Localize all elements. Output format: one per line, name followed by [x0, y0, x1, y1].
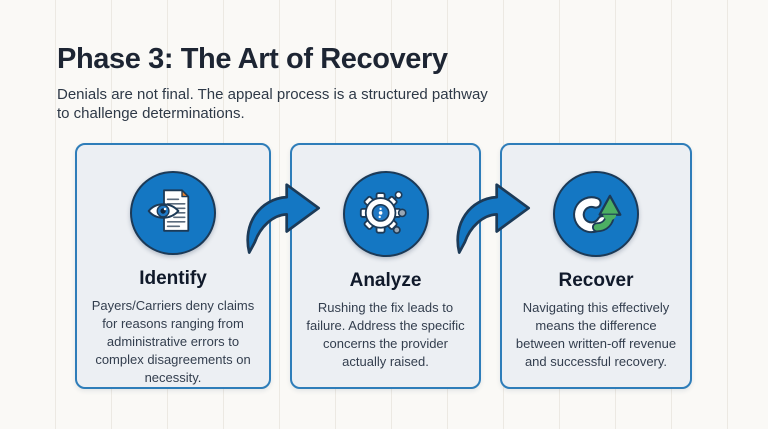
recover-icon-circle: [553, 171, 639, 257]
gear-network-icon: [359, 185, 413, 244]
identify-icon-circle: [130, 171, 216, 256]
card-recover: Recover Navigating this effectively mean…: [500, 143, 692, 389]
header: Phase 3: The Art of Recovery Denials are…: [57, 43, 488, 123]
curved-right-arrow-2: [456, 183, 531, 254]
circular-arrow-recovery-icon: [569, 185, 623, 244]
card-body-analyze: Rushing the fix leads to failure. Addres…: [306, 300, 465, 369]
page-title: Phase 3: The Art of Recovery: [57, 43, 448, 75]
card-body-recover: Navigating this effectively means the di…: [515, 300, 677, 369]
document-eye-icon: [146, 184, 200, 243]
analyze-icon-circle: [342, 171, 429, 257]
card-body-identify: Payers/Carriers deny claims for reasons …: [91, 298, 255, 386]
card-identify: Identify Payers/Carriers deny claims for…: [75, 143, 271, 389]
card-title-analyze: Analyze: [349, 270, 422, 291]
card-analyze: Analyze Rushing the fix leads to failure…: [290, 143, 481, 389]
card-title-identify: Identify: [139, 268, 207, 290]
curved-right-arrow-1: [246, 183, 321, 254]
page-subtitle: Denials are not final. The appeal proces…: [57, 85, 488, 122]
card-title-recover: Recover: [558, 270, 634, 291]
